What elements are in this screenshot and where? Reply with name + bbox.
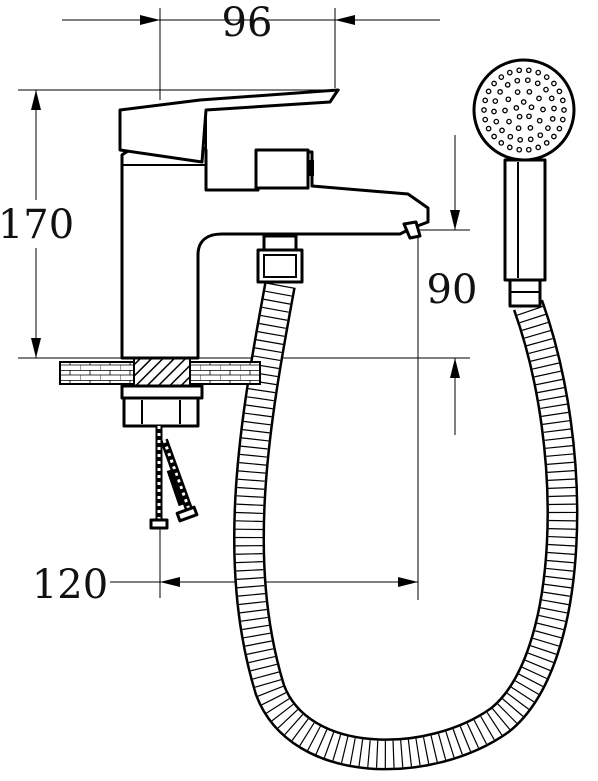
shower-nozzle xyxy=(551,80,557,87)
shower-nozzle xyxy=(481,107,487,113)
mounting-nut xyxy=(120,384,204,428)
shower-nozzle xyxy=(543,74,550,80)
shower-nozzle xyxy=(528,104,535,111)
shower-nozzle xyxy=(556,125,563,132)
shower-nozzle xyxy=(556,88,563,95)
dimension-label-120: 120 xyxy=(32,562,108,608)
faucet-handle-lever xyxy=(118,88,340,164)
shower-nozzle xyxy=(506,144,513,151)
shower-nozzle xyxy=(520,99,527,105)
shower-nozzle xyxy=(506,69,513,76)
shower-nozzle xyxy=(543,140,550,146)
shower-nozzle xyxy=(499,127,505,134)
shower-nozzle xyxy=(534,80,541,87)
shower-nozzle xyxy=(516,113,523,120)
shower-nozzle xyxy=(506,118,512,125)
shower-nozzle xyxy=(514,89,521,95)
shower-nozzle xyxy=(485,125,492,132)
shower-nozzle xyxy=(537,132,544,139)
shower-nozzle xyxy=(516,67,523,74)
shower-nozzle xyxy=(491,80,497,87)
hand-shower xyxy=(472,58,576,308)
diverter-knob xyxy=(254,148,314,190)
shower-nozzle xyxy=(548,95,555,102)
shower-nozzles xyxy=(481,67,567,153)
shower-nozzle xyxy=(536,117,543,124)
shower-nozzle xyxy=(525,67,532,74)
shower-nozzle xyxy=(516,146,523,153)
dimension-label-96: 96 xyxy=(222,0,273,46)
shower-nozzle xyxy=(536,95,542,102)
shower-nozzle xyxy=(505,96,512,103)
shower-nozzle xyxy=(527,136,534,143)
shower-nozzle xyxy=(502,107,508,114)
shower-nozzle xyxy=(507,133,514,140)
shower-nozzle xyxy=(504,81,511,88)
shower-nozzle xyxy=(561,107,567,113)
shower-nozzle xyxy=(492,98,499,104)
shower-nozzle xyxy=(498,74,505,80)
shower-hose xyxy=(232,282,579,771)
dimension-label-170: 170 xyxy=(0,202,74,248)
shower-nozzle xyxy=(513,105,520,111)
shower-nozzle xyxy=(535,144,542,151)
shower-nozzle xyxy=(526,88,533,95)
hose-connector xyxy=(256,234,304,284)
shower-nozzle xyxy=(497,89,503,95)
shower-nozzle xyxy=(485,88,492,95)
shower-nozzle xyxy=(551,105,557,112)
shower-nozzle xyxy=(517,136,524,143)
shower-nozzle xyxy=(549,116,556,122)
shower-nozzle xyxy=(491,133,497,140)
shower-nozzle xyxy=(559,97,566,104)
shower-nozzle xyxy=(482,97,489,104)
dimension-96: 96 xyxy=(62,0,440,100)
dimension-170: 170 xyxy=(0,89,470,359)
shower-nozzle xyxy=(498,140,505,146)
shower-nozzle xyxy=(515,125,522,132)
dimension-120: 120 xyxy=(32,380,418,608)
shower-nozzle xyxy=(526,113,532,120)
shower-nozzle xyxy=(535,69,542,76)
shower-nozzle xyxy=(514,77,521,84)
shower-nozzle xyxy=(525,146,532,153)
shower-nozzle xyxy=(545,125,551,131)
dimension-label-90: 90 xyxy=(427,267,478,313)
shower-head xyxy=(472,58,576,162)
shower-nozzle xyxy=(540,106,546,113)
shower-nozzle xyxy=(559,116,566,123)
shower-nozzle xyxy=(493,118,500,125)
shower-nozzle xyxy=(527,125,534,131)
shower-nozzle xyxy=(543,86,549,93)
shower-nozzle xyxy=(491,108,497,115)
shower-nozzle xyxy=(482,116,489,123)
shower-nozzle xyxy=(524,77,531,84)
supply-hoses xyxy=(149,426,199,530)
dimension-90: 90 xyxy=(410,135,477,600)
shower-nozzle xyxy=(551,133,557,140)
countertop-section xyxy=(59,357,261,387)
